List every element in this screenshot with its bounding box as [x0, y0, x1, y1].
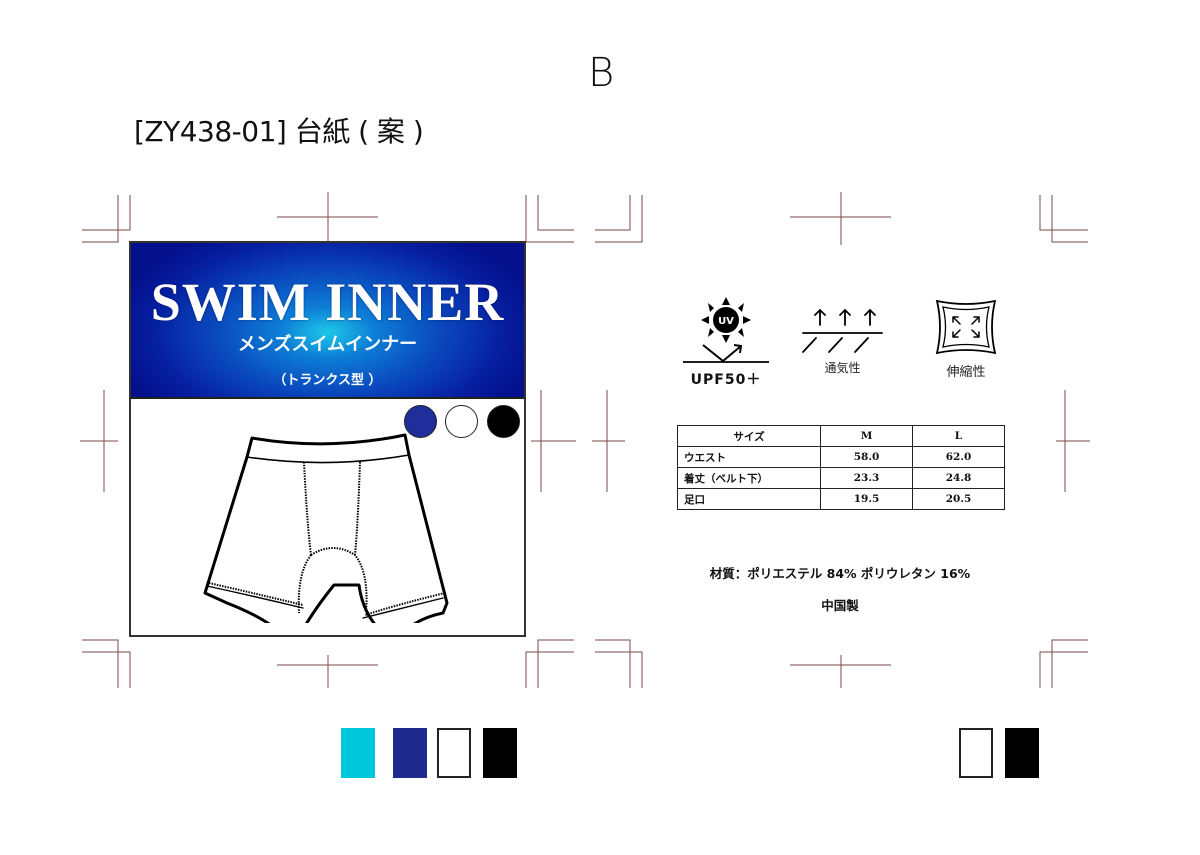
feature-stretch: 伸縮性 [931, 297, 1001, 380]
color-chip-white [437, 728, 471, 778]
cell-leg-l: 20.5 [912, 488, 1005, 510]
color-circle-navy [404, 405, 437, 438]
header-l: L [912, 425, 1005, 447]
table-row: 足口 19.5 20.5 [677, 488, 1005, 510]
feature-breathable: 通気性 [800, 300, 885, 376]
cell-leg-m: 19.5 [820, 488, 913, 510]
color-chip-black [483, 728, 517, 778]
product-title: SWIM INNER [150, 272, 505, 332]
header-size: サイズ [677, 425, 821, 447]
trunks-illustration [203, 433, 449, 623]
feature-label-stretch: 伸縮性 [946, 365, 986, 380]
size-table: サイズ M L ウエスト 58.0 62.0 着丈（ベルト下） 23.3 24.… [677, 425, 1005, 510]
size-table-header: サイズ M L [677, 425, 1005, 447]
color-circle-white [445, 405, 478, 438]
color-circle-black [487, 405, 520, 438]
color-chip-cyan [341, 728, 375, 778]
stretch-arrows-icon [935, 299, 997, 355]
color-chip-black-right [1005, 728, 1039, 778]
feature-label-breathable: 通気性 [824, 361, 861, 375]
row-label-length: 着丈（ベルト下） [677, 467, 821, 489]
row-label-waist: ウエスト [677, 446, 821, 468]
color-chip-white-right [959, 728, 993, 778]
product-type: （トランクス型 ） [273, 373, 382, 388]
cell-length-m: 23.3 [820, 467, 913, 489]
table-row: 着丈（ベルト下） 23.3 24.8 [677, 467, 1005, 489]
variant-letter: B [588, 50, 615, 96]
feature-upf: UV UPF50＋ [681, 295, 771, 389]
origin-text: 中国製 [821, 598, 859, 613]
table-row: ウエスト 58.0 62.0 [677, 446, 1005, 468]
breathable-arrows-icon [802, 308, 883, 353]
cell-length-l: 24.8 [912, 467, 1005, 489]
cell-waist-l: 62.0 [912, 446, 1005, 468]
header-m: M [820, 425, 913, 447]
svg-text:UV: UV [718, 316, 734, 327]
color-chip-navy [393, 728, 427, 778]
uv-sun-icon: UV [683, 297, 769, 363]
product-banner: SWIM INNER メンズスイムインナー （トランクス型 ） [131, 243, 524, 399]
product-subtitle: メンズスイムインナー [237, 334, 418, 355]
front-panel: SWIM INNER メンズスイムインナー （トランクス型 ） [129, 241, 526, 637]
material-text: 材質：ポリエステル 84% ポリウレタン 16% [709, 566, 971, 581]
document-title: [ZY438-01] 台紙 ( 案 ) [134, 115, 424, 148]
row-label-leg-opening: 足口 [677, 488, 821, 510]
cell-waist-m: 58.0 [820, 446, 913, 468]
feature-label-upf: UPF50＋ [690, 372, 762, 388]
